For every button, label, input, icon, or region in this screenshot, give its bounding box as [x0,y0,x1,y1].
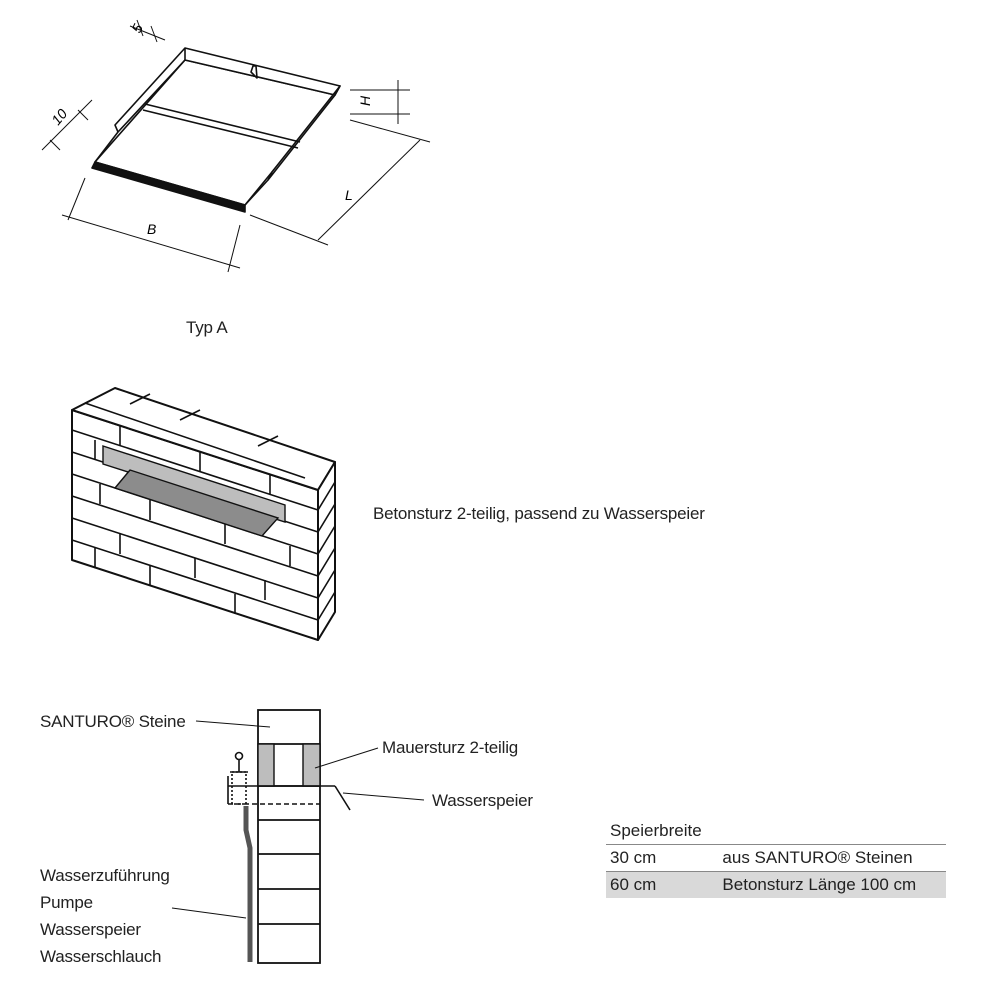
table-cell-width: 60 cm [606,871,719,898]
label-supply-3: Wasserspeier [40,920,141,939]
table-cell-desc: Betonsturz Länge 100 cm [718,871,946,898]
dim-l-label: L [345,187,353,203]
typ-a-caption: Typ A [186,318,228,337]
label-stones: SANTURO® Steine [40,712,186,731]
label-lintel: Mauersturz 2-teilig [382,738,519,757]
table-cell-desc: aus SANTURO® Steinen [718,844,946,872]
table-cell-width: 30 cm [606,844,719,872]
label-supply-2: Pumpe [40,893,93,912]
lintel-front [113,469,280,537]
wall-caption: Betonsturz 2-teilig, passend zu Wassersp… [373,504,705,523]
label-spout: Wasserspeier [432,791,533,810]
label-supply-1: Wasserzuführung [40,866,170,885]
label-supply-4: Wasserschlauch [40,947,162,966]
table-header-row: Speierbreite [606,818,946,845]
table-header-cell: Speierbreite [606,818,719,845]
table-row: 30 cm aus SANTURO® Steinen [606,844,946,872]
spout-width-table: Speierbreite 30 cm aus SANTURO® Steinen … [606,818,946,898]
dim-b-label: B [147,221,156,237]
lintel-back [102,445,286,523]
table-row: 60 cm Betonsturz Länge 100 cm [606,871,946,898]
dim-h-label: H [357,95,373,106]
